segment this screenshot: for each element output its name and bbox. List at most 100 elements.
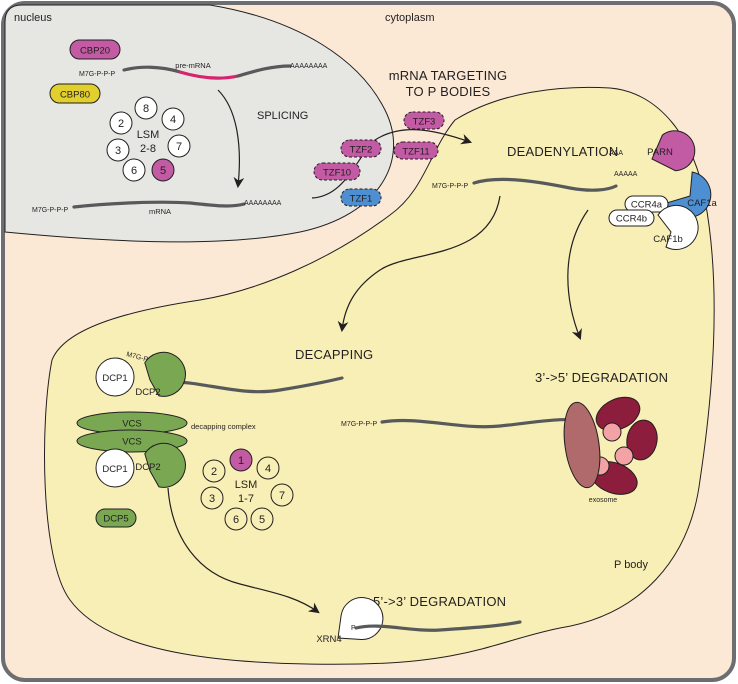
degradation-35-title: 3’->5’ DEGRADATION [535, 370, 668, 385]
dcp1-bottom-label: DCP1 [102, 464, 127, 475]
degradation-53-title: 5’->3’ DEGRADATION [373, 594, 506, 609]
to-decapping-arrow [337, 195, 501, 333]
lsm17-ring-5-label: 5 [259, 514, 265, 526]
dcp2-bottom [144, 442, 186, 488]
tzf11-pill [393, 141, 439, 160]
lsm-ring-4-label: 4 [170, 114, 176, 126]
lsm-ring-8 [134, 96, 158, 120]
lsm-ring-2 [109, 111, 133, 135]
tzf2-pill [340, 139, 382, 158]
polya-bottom: AAAAAAAA [244, 200, 282, 207]
lsm17-ring-3 [200, 486, 224, 510]
lsm-ring-3 [106, 138, 130, 162]
lsm17-ring-1 [229, 448, 253, 472]
lsm17-label: LSM [235, 479, 258, 491]
tzf1-label: TZF1 [350, 194, 373, 205]
dcp1-top-label: DCP1 [102, 373, 127, 384]
ccr4a-label: CCR4a [631, 200, 663, 211]
dcp2-bottom-label: DCP2 [135, 462, 160, 473]
cbp80-label: CBP80 [60, 90, 90, 101]
tzf2-label: TZF2 [350, 145, 373, 156]
cbp20-label: CBP20 [80, 46, 110, 57]
lsm-label: LSM [137, 129, 160, 141]
dcp1-bottom [95, 448, 135, 488]
lsm-ring-3-label: 3 [115, 145, 121, 157]
tzf1-pill [340, 188, 382, 207]
ccr4b-label: CCR4b [616, 214, 647, 225]
deadenylation-title: DEADENYLATION [507, 144, 618, 159]
lsm17-ring-2-label: 2 [211, 466, 217, 478]
lsm-ring-6 [122, 158, 146, 182]
to-35-degradation-arrow [567, 209, 589, 341]
dcp1-top [95, 357, 135, 397]
dcp5-label: DCP5 [103, 514, 128, 525]
cbp80-pill [49, 83, 101, 104]
xrn4-label: XRN4 [316, 634, 341, 645]
p-body-label: P body [614, 559, 649, 571]
vcs-1-label: VCS [122, 419, 142, 430]
nucleus-region [4, 4, 394, 243]
parn-enzyme [651, 130, 696, 172]
vcs-2-label: VCS [122, 437, 142, 448]
polya-top: AAAAAAAA [290, 63, 328, 70]
exosome-subunit-2 [626, 419, 658, 461]
to-53-degradation-arrow [167, 487, 320, 614]
degradation-53-strand [354, 620, 522, 632]
dcp2-top-label: DCP2 [135, 387, 160, 398]
lsm17-ring-3-label: 3 [209, 493, 215, 505]
targeting-title-line2: TO P BODIES [406, 84, 491, 99]
lsm17-ring-1-label: 1 [238, 455, 244, 467]
tzf11-label: TZF11 [402, 147, 429, 158]
pre-mrna-cap: M7G-P-P-P [79, 71, 116, 78]
lsm17-ring-7 [270, 483, 294, 507]
splicing-arrow [217, 89, 245, 189]
cytoplasm-label: cytoplasm [385, 12, 435, 24]
nucleus-label: nucleus [14, 12, 52, 24]
exosome-cap-2 [614, 446, 634, 466]
exosome-complex [563, 396, 658, 495]
pre-mrna-intron [178, 70, 240, 80]
dcp5-pill [95, 508, 137, 528]
tzf10-label: TZF10 [323, 168, 351, 179]
lsm-ring-5-label: 5 [160, 165, 166, 177]
pre-mrna-strand-2 [236, 64, 292, 78]
tzf10-pill [313, 162, 361, 181]
dcp2-top [144, 351, 186, 397]
splicing-label: SPLICING [257, 110, 308, 122]
mrna-strand [72, 200, 246, 209]
lsm-ring-2-label: 2 [118, 118, 124, 130]
pre-mrna-label: pre-mRNA [175, 61, 210, 70]
pre-mrna-strand-1 [122, 65, 182, 74]
lsm17-ring-2 [202, 459, 226, 483]
cbp20-pill [69, 39, 121, 60]
caf1b-enzyme [657, 205, 699, 250]
lsm17-range: 1-7 [238, 493, 254, 505]
degradation-53-p-end: P [351, 625, 356, 632]
caf1b-label: CAF1b [653, 234, 683, 245]
parn-label: PARN [647, 147, 673, 158]
lsm17-ring-4 [256, 456, 280, 480]
tzf3-pill [403, 111, 445, 130]
lsm17-ring-6 [224, 507, 248, 531]
mrna-cap: M7G-P-P-P [32, 207, 69, 214]
lsm-ring-7 [167, 134, 191, 158]
exosome-channel [563, 401, 601, 489]
ccr4b-pill [608, 209, 655, 227]
lsm17-ring-6-label: 6 [233, 514, 239, 526]
decapping-strand [164, 376, 344, 394]
lsm-ring-6-label: 6 [131, 165, 137, 177]
mrna-label: mRNA [149, 207, 171, 216]
tzf3-label: TZF3 [413, 117, 436, 128]
polya-medium: AAAAA [614, 171, 638, 178]
exosome-cap-1 [602, 422, 622, 442]
lsm17-ring-4-label: 4 [265, 463, 271, 475]
decapping-complex-label: decapping complex [191, 422, 256, 431]
exosome-subunit-1 [595, 396, 641, 432]
xrn4-enzyme [337, 597, 384, 640]
decapping-title: DECAPPING [295, 347, 373, 362]
targeting-title-line1: mRNA TARGETING [389, 68, 508, 83]
lsm-range: 2-8 [140, 143, 156, 155]
deadenylation-strand [472, 177, 618, 192]
